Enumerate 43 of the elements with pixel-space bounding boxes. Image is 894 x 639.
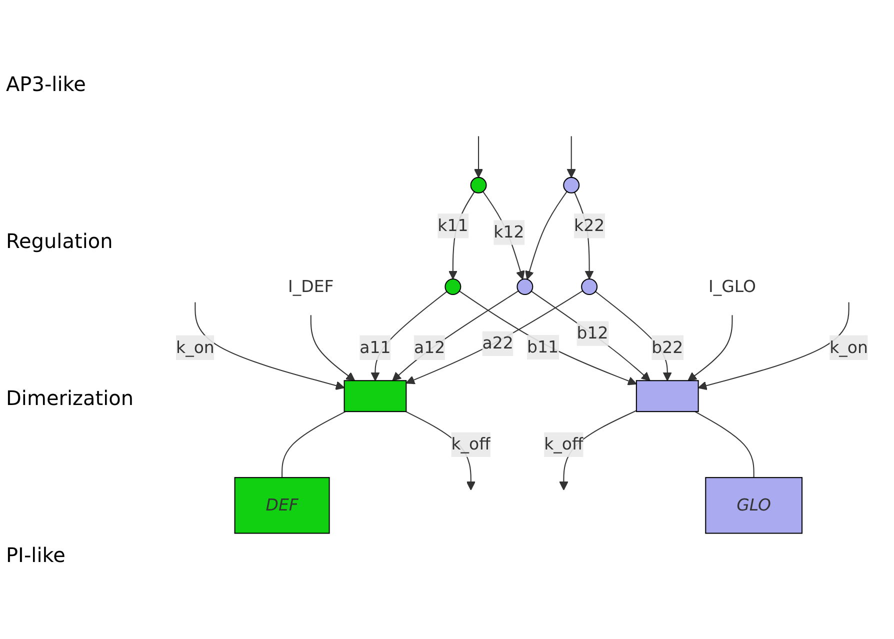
arrow xyxy=(406,290,583,384)
node-circle xyxy=(444,278,462,296)
node-circle xyxy=(581,278,598,296)
annotation-text: PI-like xyxy=(6,542,66,567)
arrow xyxy=(688,314,733,382)
annotation-text: AP3-like xyxy=(6,72,87,96)
arrow xyxy=(459,290,637,386)
arrow xyxy=(482,191,525,280)
edge-label: k_off xyxy=(451,434,491,454)
arrow xyxy=(566,136,576,178)
node-text: I_DEF xyxy=(288,276,334,296)
edge-label: b22 xyxy=(652,338,684,358)
edge-label: k_off xyxy=(544,434,584,454)
edge-label: b12 xyxy=(576,323,608,344)
arrow xyxy=(194,302,345,390)
annotation-text: Regulation xyxy=(6,229,114,254)
node-bar xyxy=(636,380,699,412)
edge-label: k11 xyxy=(438,216,468,236)
node-circle xyxy=(470,177,487,194)
edge-label: k_on xyxy=(176,338,214,358)
connector xyxy=(282,411,346,478)
arrow xyxy=(392,290,519,382)
node-bar xyxy=(344,380,407,412)
edge-label: a12 xyxy=(414,338,446,358)
node-box: GLO xyxy=(705,477,803,534)
arrow xyxy=(370,291,448,382)
arrow xyxy=(310,314,356,382)
connector xyxy=(694,411,754,478)
annotation-text: Dimerization xyxy=(6,386,135,410)
edge-label: k22 xyxy=(574,216,605,236)
node-circle xyxy=(516,278,534,296)
edge-label: k12 xyxy=(494,222,524,242)
edge-label: b11 xyxy=(527,337,559,357)
arrow xyxy=(531,290,650,382)
node-circle xyxy=(563,177,580,194)
edge-label: a22 xyxy=(482,334,514,354)
edge-label: k_on xyxy=(830,338,868,358)
node-box: DEF xyxy=(234,477,330,534)
edge-label: a11 xyxy=(360,338,391,358)
arrow xyxy=(474,136,484,178)
arrow xyxy=(525,191,568,280)
node-text: I_GLO xyxy=(708,276,756,296)
arrow xyxy=(698,302,850,390)
